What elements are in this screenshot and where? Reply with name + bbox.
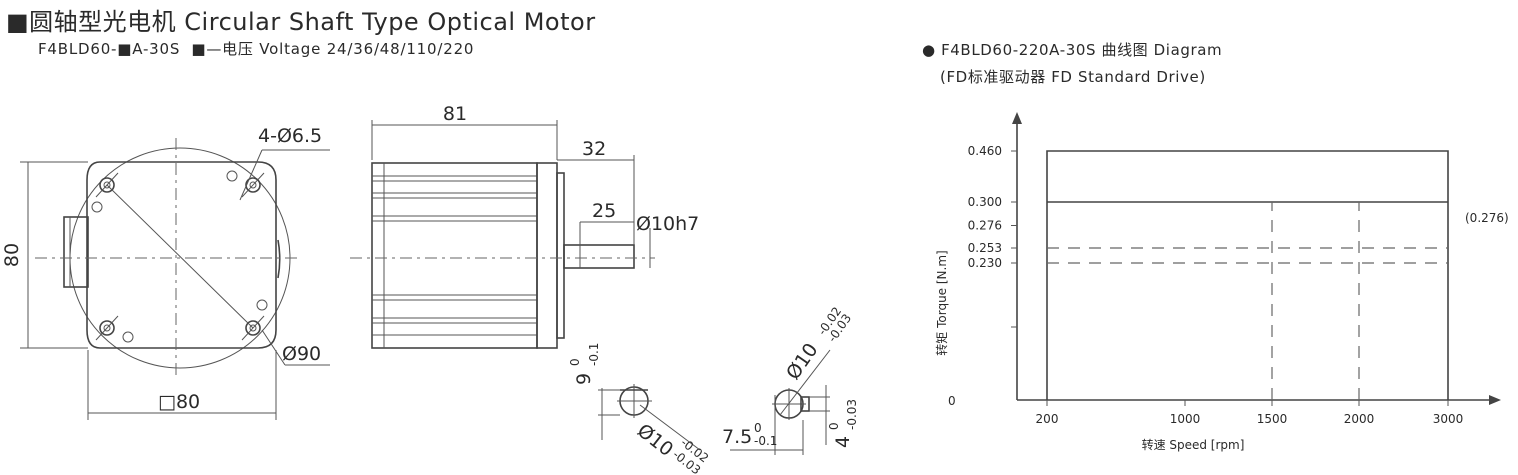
dim-shaft-dia: Ø10h7 bbox=[636, 213, 699, 235]
x-tick-label-2: 1500 bbox=[1257, 412, 1288, 426]
width-tol-up: 0 bbox=[827, 422, 841, 430]
chart-series-0 bbox=[1046, 150, 1449, 400]
x-tick-label-1: 1000 bbox=[1170, 412, 1201, 426]
key-tol-up: 0 bbox=[754, 421, 762, 435]
flat-dim: 9 bbox=[573, 373, 595, 385]
dim-shaft-total: 32 bbox=[582, 138, 606, 160]
width-dim: 4 bbox=[832, 436, 854, 448]
origin-label: 0 bbox=[948, 394, 956, 408]
y-tick-label-3: 0.253 bbox=[968, 241, 1002, 255]
x-tick-label-3: 2000 bbox=[1344, 412, 1375, 426]
y-tick-label-0: 0.460 bbox=[968, 144, 1002, 158]
dim-height: 80 bbox=[1, 243, 23, 267]
dim-square: □80 bbox=[158, 391, 200, 413]
connector-box bbox=[63, 216, 89, 288]
model-code: F4BLD60-■A-30S bbox=[38, 40, 181, 58]
dim-mount-holes: 4-Ø6.5 bbox=[258, 125, 322, 147]
y-axis-arrow bbox=[1012, 112, 1022, 124]
width-tol-low: -0.03 bbox=[845, 399, 859, 430]
shaft bbox=[563, 244, 635, 269]
end-flange bbox=[536, 162, 558, 349]
x-axis-arrow bbox=[1489, 395, 1501, 405]
body-fins bbox=[372, 175, 537, 336]
voltage-note: ■—电压 Voltage 24/36/48/110/220 bbox=[191, 40, 475, 58]
shaft-section-b: Ø10 -0.02 -0.03 7.5 0 -0.1 4 0 -0.03 bbox=[722, 304, 859, 455]
x-axis-label: 转速 Speed [rpm] bbox=[1142, 437, 1245, 452]
motor-body bbox=[371, 162, 538, 349]
dim-length: 81 bbox=[443, 103, 467, 125]
diagram-title-text: F4BLD60-220A-30S 曲线图 Diagram bbox=[941, 41, 1223, 59]
key-tol-low: -0.1 bbox=[754, 434, 777, 448]
flat-tol-low: -0.1 bbox=[587, 343, 601, 366]
y-tick-label-2: 0.276 bbox=[968, 218, 1002, 232]
y-tick-label-4: 0.230 bbox=[968, 256, 1002, 270]
diagram-title: ● F4BLD60-220A-30S 曲线图 Diagram bbox=[922, 41, 1223, 59]
y-tick-label-1: 0.300 bbox=[968, 195, 1002, 209]
flat-tol-up: 0 bbox=[568, 358, 582, 366]
x-tick-label-4: 3000 bbox=[1433, 412, 1464, 426]
dim-shaft-length: 25 bbox=[592, 200, 616, 222]
dia-b: Ø10 bbox=[782, 339, 822, 384]
flange-outline bbox=[86, 161, 277, 349]
side-view: 81 32 25 Ø10h7 bbox=[350, 103, 699, 349]
key-dim: 7.5 bbox=[722, 426, 752, 448]
model-subtitle: F4BLD60-■A-30S ■—电压 Voltage 24/36/48/110… bbox=[38, 38, 474, 59]
x-tick-label-0: 200 bbox=[1036, 412, 1059, 426]
y-axis-label: 转矩 Torque [N.m] bbox=[934, 250, 949, 355]
dia-a: Ø10 bbox=[633, 420, 677, 461]
mount-holes bbox=[91, 170, 268, 343]
page-title: ■圆轴型光电机 Circular Shaft Type Optical Moto… bbox=[6, 8, 596, 36]
annotation-0276: (0.276) bbox=[1465, 211, 1509, 225]
diagram-subtitle: (FD标准驱动器 FD Standard Drive) bbox=[940, 68, 1206, 86]
front-view: 80 □80 4-Ø6.5 Ø90 bbox=[1, 125, 330, 420]
dim-pilot: Ø90 bbox=[282, 343, 321, 365]
shaft-section-a: 9 0 -0.1 Ø10 -0.02 -0.03 bbox=[568, 343, 711, 475]
